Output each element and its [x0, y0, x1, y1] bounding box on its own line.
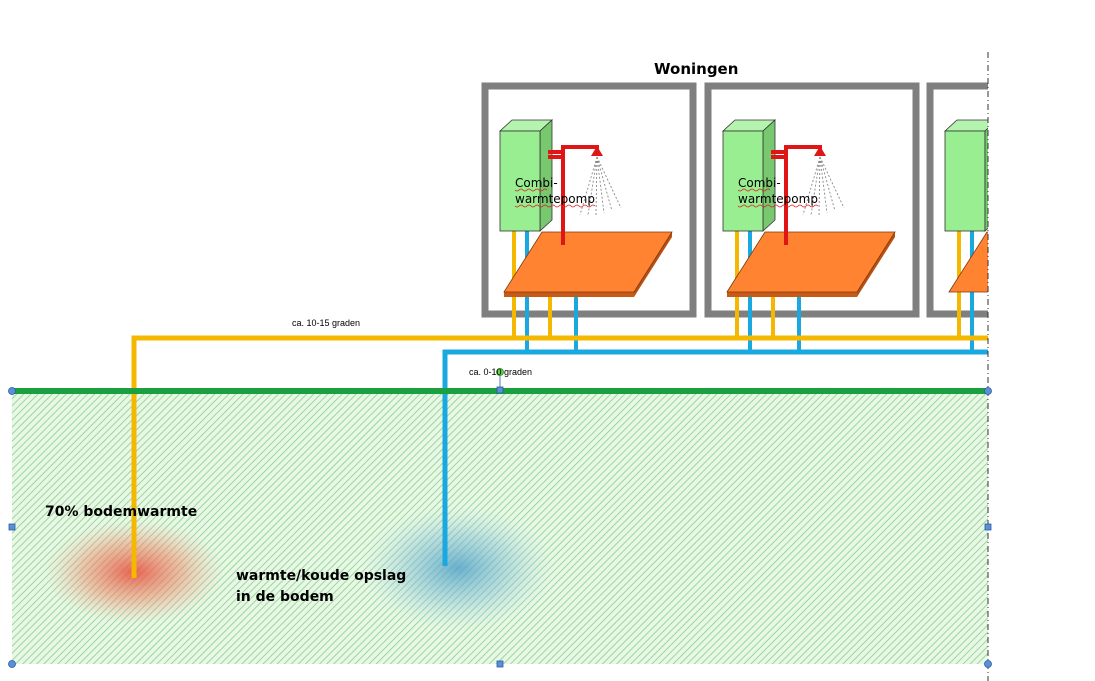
houses-title: Woningen: [654, 60, 738, 78]
warm-supply-pipe: [131, 335, 988, 578]
floor-heating: [726, 231, 896, 293]
shower-head-icon: [591, 146, 603, 156]
house-3: [926, 82, 988, 352]
shower-spray: [802, 156, 845, 216]
heat-pump-unit: [499, 130, 541, 232]
heat-pump-unit: [722, 130, 764, 232]
floor-heating-side: [504, 292, 634, 297]
resize-handle[interactable]: [984, 523, 992, 531]
heat-pump-label-line1: Combi-: [515, 176, 558, 190]
heat-pump-side: [984, 127, 988, 232]
floor-heating-side: [727, 292, 857, 297]
selection-handles[interactable]: [8, 368, 992, 668]
heat-pump-label-line2: warmtepomp: [515, 192, 595, 206]
house-wall: [481, 82, 697, 318]
resize-handle[interactable]: [984, 660, 992, 668]
house-1: Combi- warmtepomp: [481, 82, 697, 352]
heat-pump-label-line2: warmtepomp: [738, 192, 818, 206]
floor-heating-edge: [857, 232, 895, 297]
resize-handle[interactable]: [8, 523, 16, 531]
heat-pump-top: [943, 119, 988, 132]
shower-head-icon: [814, 146, 826, 156]
floor-heating-edge: [634, 232, 672, 297]
shower-spray: [579, 156, 622, 216]
cold-storage-blob: [363, 506, 553, 630]
floor-heating: [948, 231, 988, 293]
cold-return-pipe: [442, 349, 988, 566]
resize-handle[interactable]: [496, 386, 504, 394]
storage-label-line1: warmte/koude opslag: [236, 568, 406, 584]
resize-handle[interactable]: [496, 660, 504, 668]
house-wall: [704, 82, 920, 318]
house-2: Combi- warmtepomp: [704, 82, 920, 352]
resize-handle[interactable]: [984, 387, 992, 395]
soil-heat-label: 70% bodemwarmte: [45, 504, 197, 520]
rotate-handle[interactable]: [496, 368, 504, 376]
warm-line-label: ca. 10-15 graden: [292, 318, 360, 328]
house-wall: [926, 82, 988, 318]
resize-handle[interactable]: [8, 660, 16, 668]
storage-label-line2: in de bodem: [236, 589, 334, 605]
floor-heating: [503, 231, 673, 293]
resize-handle[interactable]: [8, 387, 16, 395]
heat-pump-unit: [944, 130, 986, 232]
heat-pump-label-line1: Combi-: [738, 176, 781, 190]
cold-line-label: ca. 0-10 graden: [469, 367, 532, 377]
